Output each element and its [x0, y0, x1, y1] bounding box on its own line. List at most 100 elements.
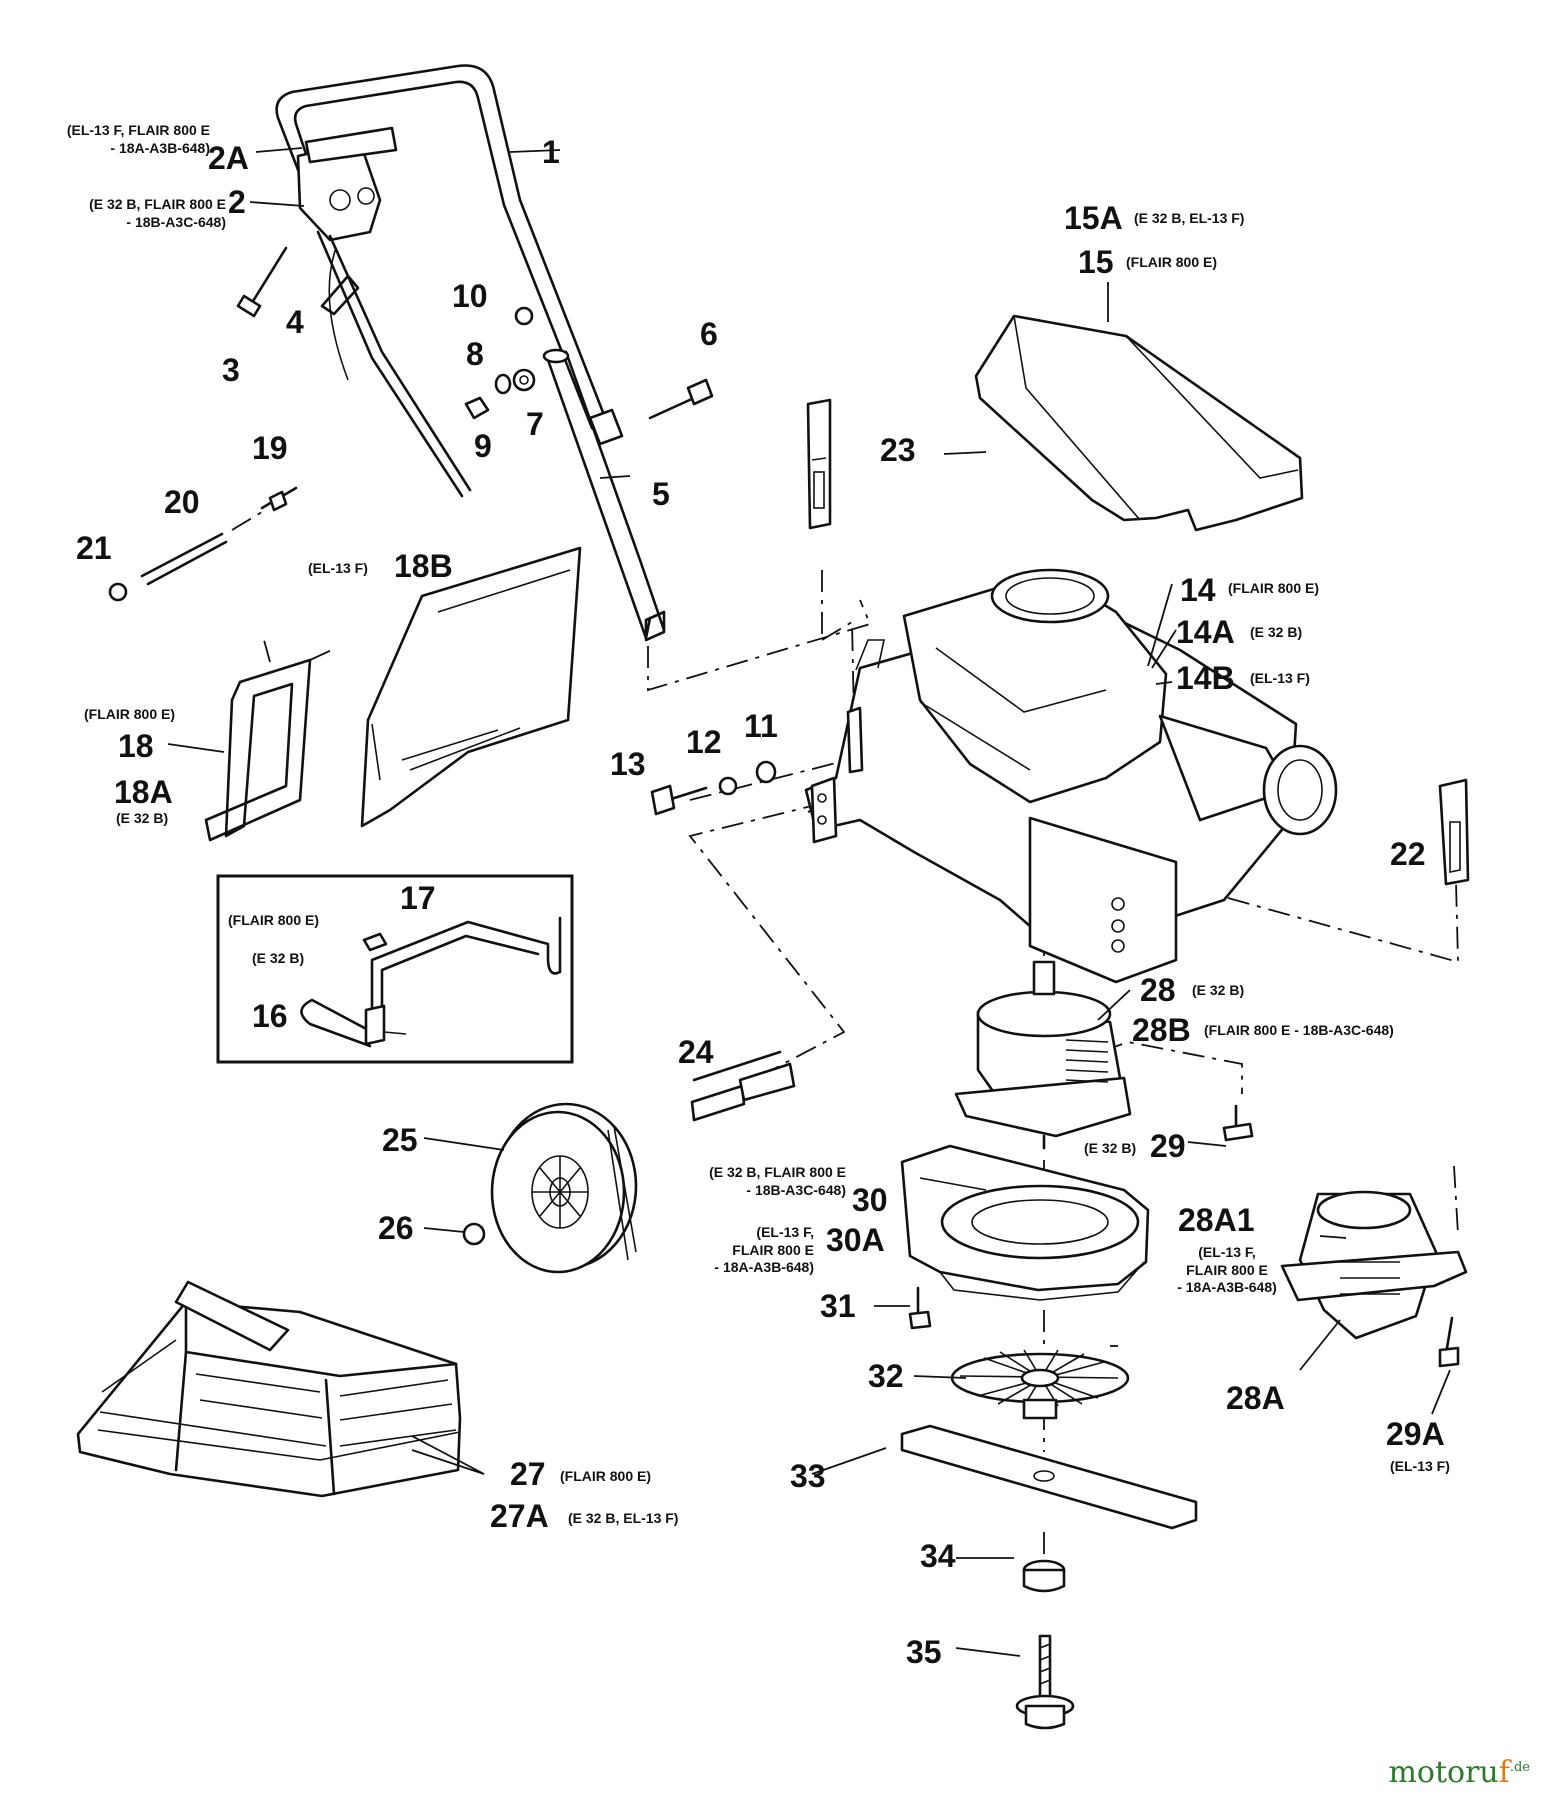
note-part-14B: (EL-13 F) [1250, 670, 1310, 686]
note-part-28: (E 32 B) [1192, 982, 1245, 998]
note-part-15A: (E 32 B, EL-13 F) [1134, 210, 1245, 226]
label-part-14B: 14B [1176, 660, 1235, 696]
label-part-14: 14 [1180, 572, 1216, 608]
rear-flap-18B [360, 546, 582, 828]
note-part-18B: (EL-13 F) [308, 560, 368, 576]
note-2-line-2: - 18B-A3C-648) [126, 213, 226, 230]
label-part-10: 10 [452, 278, 488, 314]
note-30-line-1: (E 32 B, FLAIR 800 E [709, 1164, 846, 1180]
note-part-2: (E 32 B, FLAIR 800 E - 18B-A3C-648) [30, 196, 226, 231]
cutting-blade [900, 1424, 1198, 1530]
axle-19-21 [108, 486, 298, 602]
note-part-28A1: (EL-13 F, FLAIR 800 E - 18A-A3B-648) [1160, 1244, 1294, 1297]
label-part-28A1: 28A1 [1178, 1202, 1255, 1238]
note-part-27: (FLAIR 800 E) [560, 1468, 652, 1484]
fan-housing-30 [900, 1144, 1150, 1330]
note-part-27A: (E 32 B, EL-13 F) [568, 1510, 679, 1526]
fan-impeller [950, 1349, 1130, 1420]
flap-frame-18 [204, 639, 337, 842]
brand-name-start: motoru [1388, 1755, 1499, 1790]
label-part-20: 20 [164, 484, 200, 520]
label-part-15A: 15A [1064, 200, 1123, 236]
brand-tld: .de [1509, 1760, 1530, 1775]
label-part-2A: 2A [208, 140, 249, 176]
note-28A1-line-2: FLAIR 800 E [1186, 1261, 1268, 1278]
label-part-12: 12 [686, 724, 722, 760]
label-part-18: 18 [118, 728, 154, 764]
note-part-29: (E 32 B) [1084, 1140, 1137, 1156]
label-part-30A: 30A [826, 1222, 885, 1258]
label-part-16: 16 [252, 998, 288, 1034]
label-part-6: 6 [700, 316, 718, 352]
note-28A1-line-1: (EL-13 F, [1198, 1244, 1256, 1260]
leader-lines [167, 147, 1451, 1657]
label-part-9: 9 [474, 428, 492, 464]
note-part-18A: (E 32 B) [116, 810, 169, 826]
brand-logo: motoruf.de [1388, 1755, 1530, 1790]
screw-3 [236, 246, 288, 318]
note-30A-line-3: - 18A-A3B-648) [714, 1259, 814, 1275]
note-2A-line-2: - 18A-A3B-648) [110, 139, 210, 156]
hardware-11-13 [650, 760, 777, 816]
bracket-22 [1438, 778, 1470, 886]
label-part-33: 33 [790, 1458, 826, 1494]
label-part-14A: 14A [1176, 614, 1235, 650]
note-part-17-line-2: (E 32 B) [252, 950, 305, 966]
label-part-31: 31 [820, 1288, 856, 1324]
note-part-14A: (E 32 B) [1250, 624, 1303, 640]
note-part-30A: (EL-13 F, FLAIR 800 E - 18A-A3B-648) [660, 1224, 814, 1277]
note-2-line-1: (E 32 B, FLAIR 800 E [89, 196, 226, 212]
label-part-29A: 29A [1386, 1416, 1445, 1452]
label-part-1: 1 [542, 134, 560, 170]
label-part-13: 13 [610, 746, 646, 782]
label-part-15: 15 [1078, 244, 1114, 280]
label-part-25: 25 [382, 1122, 418, 1158]
note-2A-line-1: (EL-13 F, FLAIR 800 E [66, 122, 210, 138]
note-part-15: (FLAIR 800 E) [1126, 254, 1218, 270]
label-part-30: 30 [852, 1182, 888, 1218]
label-part-3: 3 [222, 352, 240, 388]
inset-box [216, 874, 574, 1064]
mower-deck [804, 568, 1338, 984]
wheel-assembly [462, 1050, 796, 1274]
bracket-23 [806, 398, 832, 530]
note-30A-line-2: FLAIR 800 E [732, 1241, 814, 1258]
label-part-35: 35 [906, 1634, 942, 1670]
label-part-34: 34 [920, 1538, 956, 1574]
note-part-14: (FLAIR 800 E) [1228, 580, 1320, 596]
note-part-2A: (EL-13 F, FLAIR 800 E - 18A-A3B-648) [10, 122, 210, 157]
handle-bracket-16 [300, 916, 562, 1048]
label-part-28A: 28A [1226, 1380, 1285, 1416]
label-part-28: 28 [1140, 972, 1176, 1008]
label-part-23: 23 [880, 432, 916, 468]
motor-28 [954, 960, 1254, 1150]
note-part-29A: (EL-13 F) [1390, 1458, 1450, 1474]
label-part-27: 27 [510, 1456, 546, 1492]
label-part-22: 22 [1390, 836, 1426, 872]
hardware-6-10 [464, 306, 714, 420]
brand-name-accent: f [1498, 1755, 1510, 1790]
label-part-21: 21 [76, 530, 112, 566]
label-part-18B: 18B [394, 548, 453, 584]
switch-box [296, 126, 472, 498]
label-part-11: 11 [744, 708, 778, 744]
label-part-28B: 28B [1132, 1012, 1191, 1048]
clip-4 [320, 274, 360, 316]
label-part-26: 26 [378, 1210, 414, 1246]
label-part-19: 19 [252, 430, 288, 466]
note-part-28B: (FLAIR 800 E - 18B-A3C-648) [1204, 1022, 1394, 1038]
lower-handle [542, 348, 666, 642]
note-30A-line-1: (EL-13 F, [756, 1224, 814, 1240]
label-part-2: 2 [228, 184, 246, 220]
grass-catcher [76, 1280, 462, 1498]
note-part-18: (FLAIR 800 E) [84, 706, 176, 722]
blade-hub-34 [1022, 1559, 1066, 1593]
motor-28A [1280, 1190, 1468, 1368]
note-30-line-2: - 18B-A3C-648) [746, 1181, 846, 1198]
label-part-17: 17 [400, 880, 436, 916]
label-part-4: 4 [286, 304, 304, 340]
note-part-17-line-1: (FLAIR 800 E) [228, 912, 320, 928]
label-part-24: 24 [678, 1034, 714, 1070]
